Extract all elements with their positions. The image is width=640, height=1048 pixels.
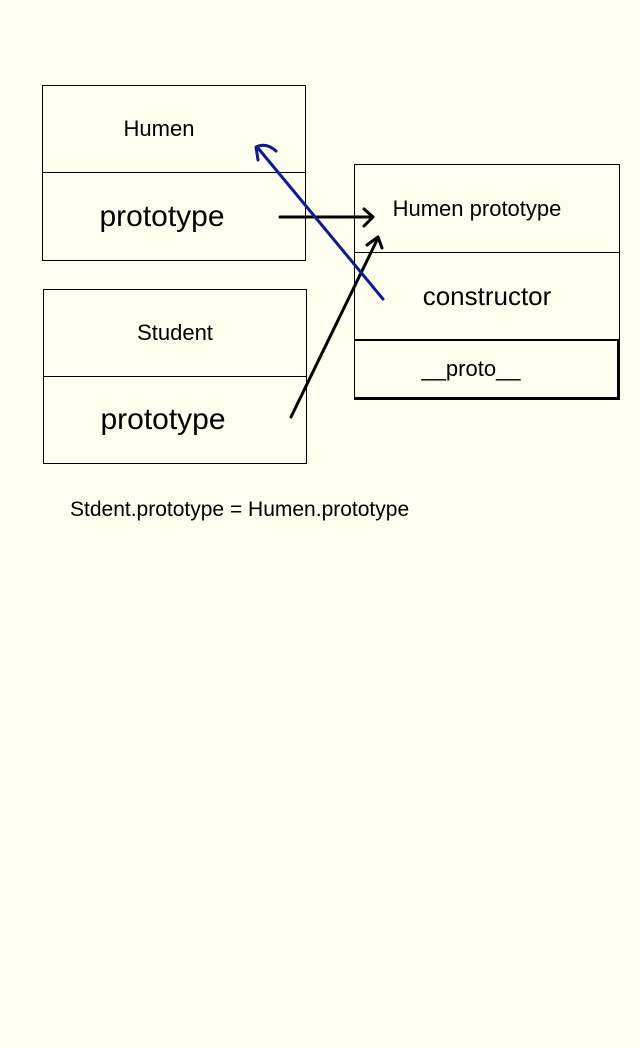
student-title-cell: Student: [44, 290, 306, 377]
student-title: Student: [137, 320, 213, 345]
humen-box: Humen prototype: [42, 85, 306, 261]
humen-prototype-title: Humen prototype: [392, 195, 562, 221]
humen-title: Humen: [123, 116, 195, 141]
constructor-cell: constructor: [355, 253, 619, 341]
proto-label: __proto__: [421, 356, 521, 381]
assignment-caption: Stdent.prototype = Humen.prototype: [70, 498, 410, 521]
humen-prototype-cell: prototype: [43, 173, 305, 260]
humen-title-cell: Humen: [43, 86, 305, 173]
student-prototype-cell: prototype: [44, 377, 306, 463]
student-prototype-label: prototype: [100, 403, 226, 436]
constructor-label: constructor: [422, 280, 552, 311]
humen-prototype-title-cell: Humen prototype: [355, 165, 619, 253]
student-box: Student prototype: [43, 289, 307, 464]
proto-cell: __proto__: [355, 341, 619, 399]
humen-prototype-box: Humen prototype constructor __proto__: [354, 164, 620, 400]
humen-prototype-label: prototype: [99, 199, 225, 233]
